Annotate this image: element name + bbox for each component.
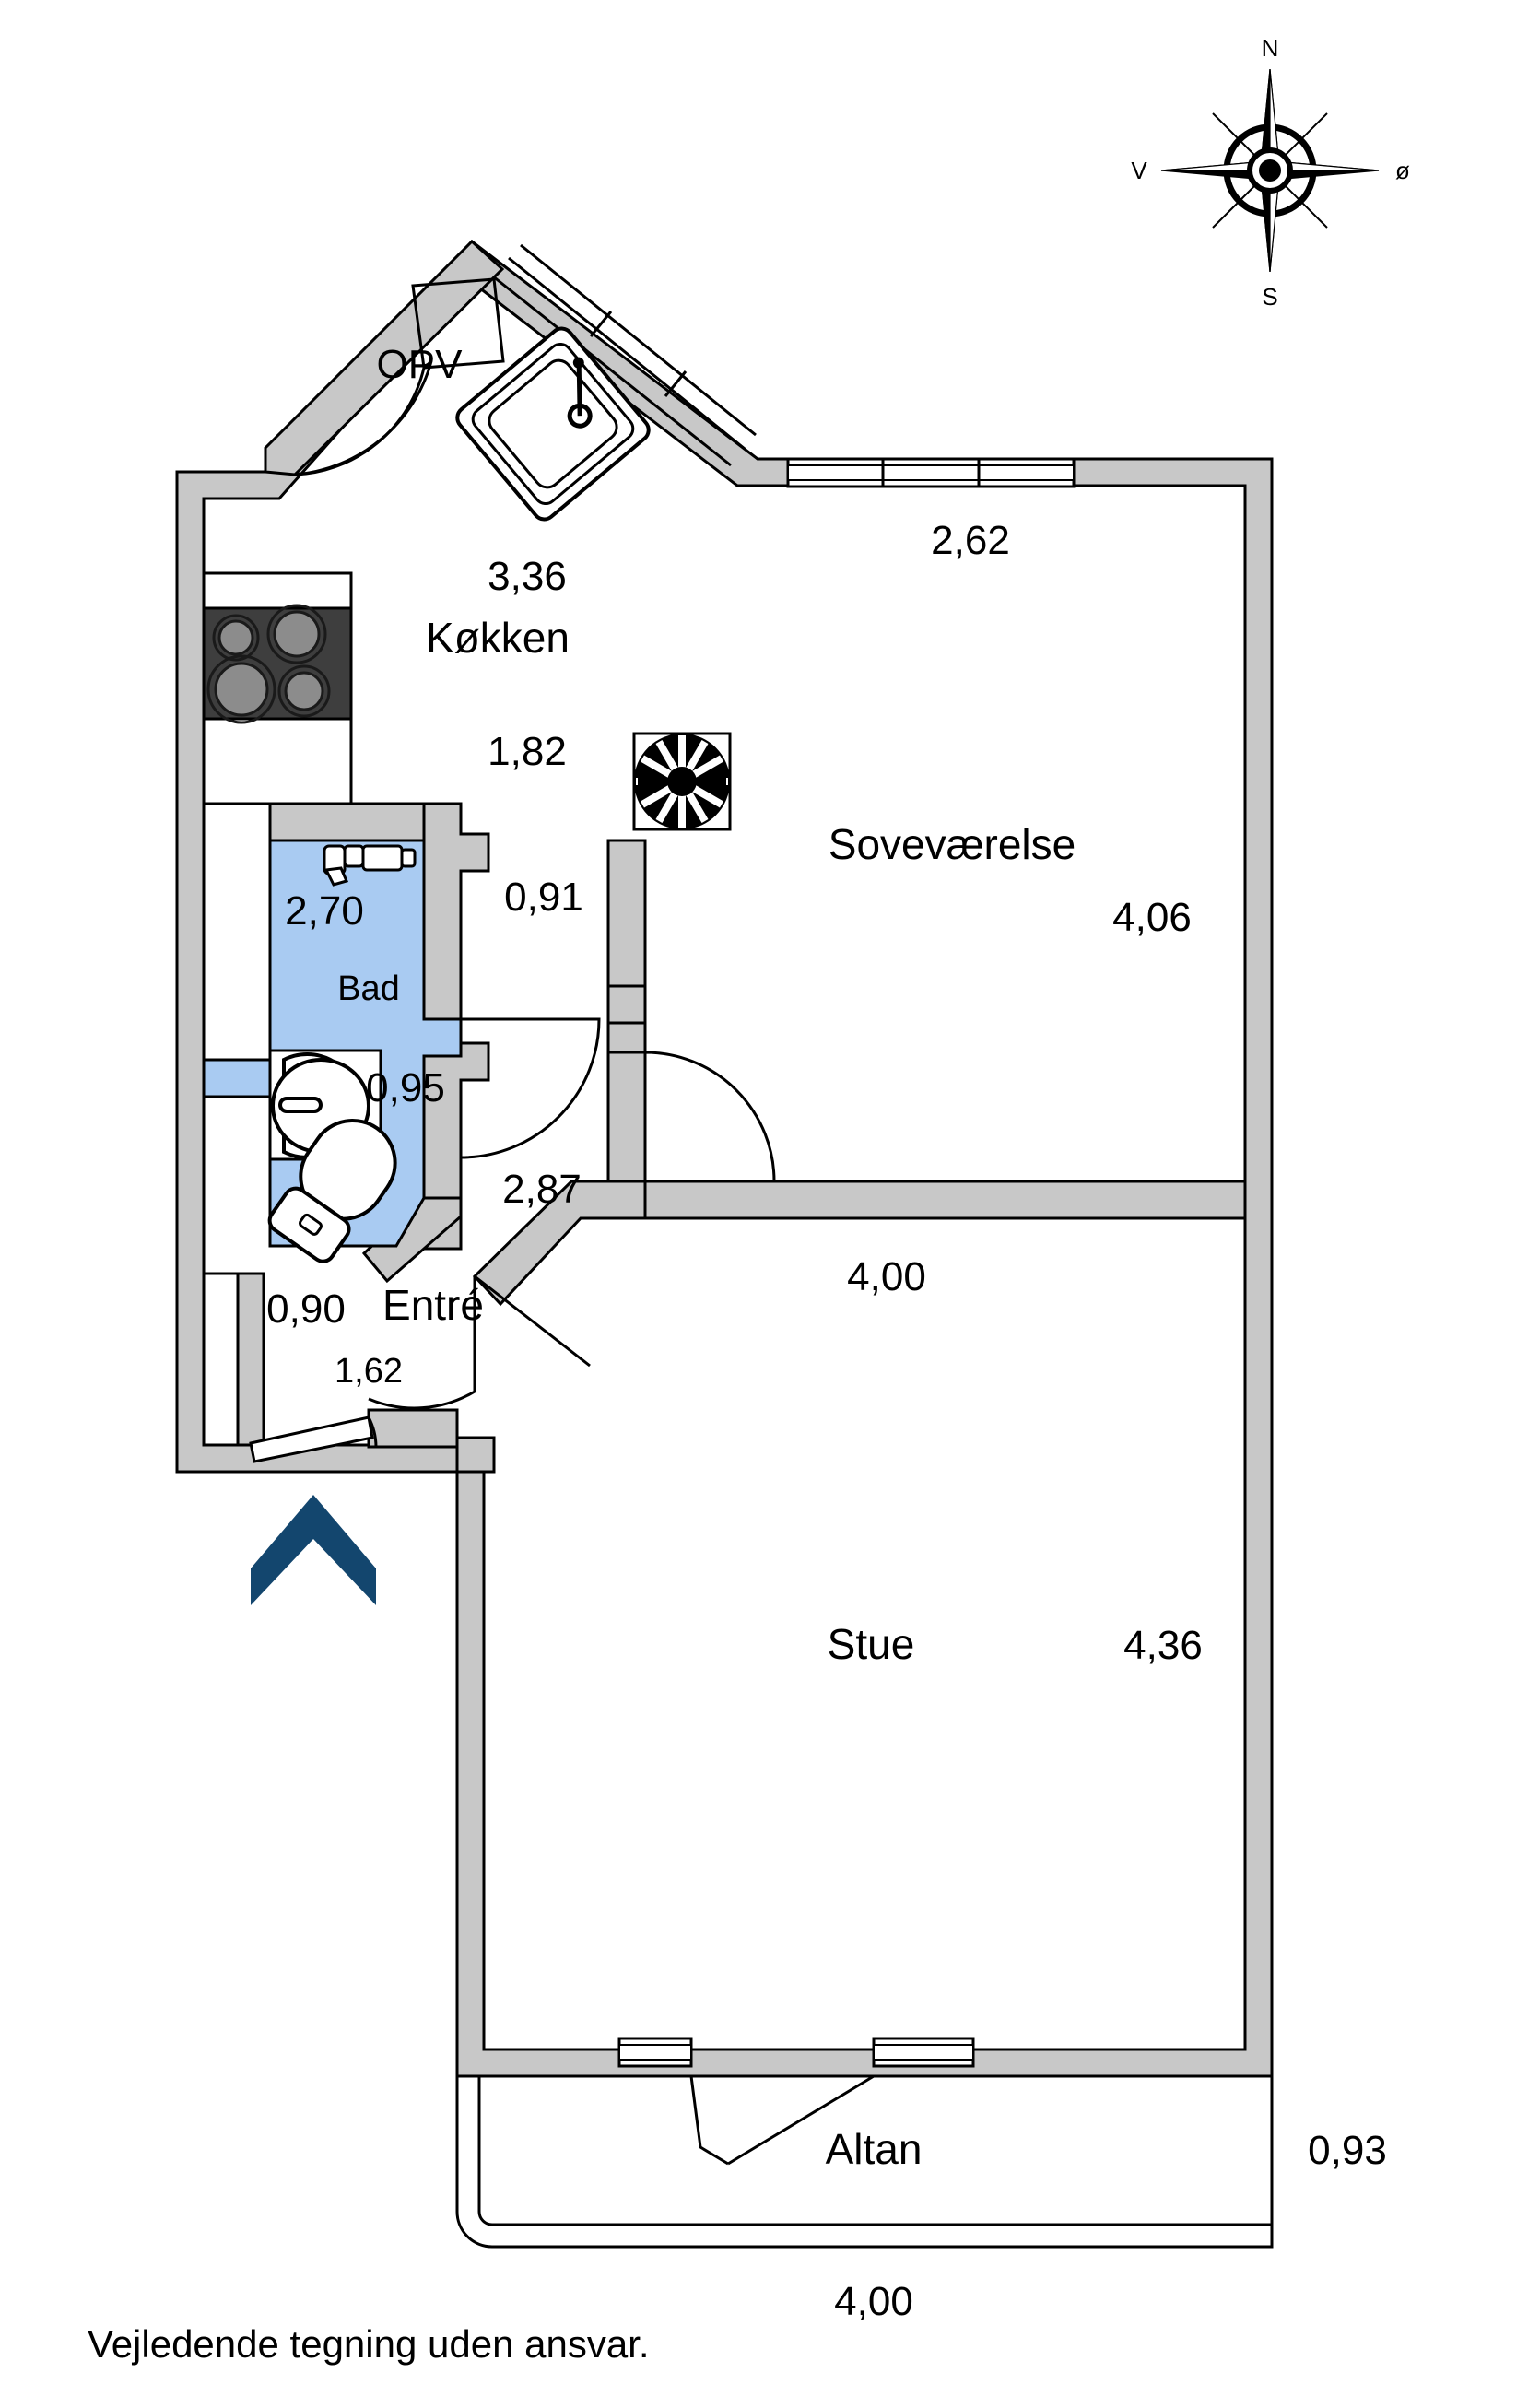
entre-interior-door-swing xyxy=(368,1274,591,1410)
dim-stue-width: 4,00 xyxy=(847,1254,926,1299)
compass-rose: N S V ø xyxy=(1131,34,1410,311)
dim-bad-height: 0,95 xyxy=(366,1065,445,1110)
dim-sove-height: 4,06 xyxy=(1112,895,1192,940)
dim-entre-height: 1,62 xyxy=(335,1352,403,1391)
kitchen-angled-wall xyxy=(264,239,757,522)
apartment-walls xyxy=(175,239,1274,2078)
dim-kokken-height: 1,82 xyxy=(488,729,567,774)
washing-machine-connection xyxy=(323,844,417,887)
disclaimer-text: Vejledende tegning uden ansvar. xyxy=(88,2322,650,2366)
kitchen-door-swing xyxy=(294,360,433,476)
balcony-door-swings xyxy=(689,2074,875,2166)
dim-hall-width: 0,91 xyxy=(504,875,583,920)
compass-west-label: V xyxy=(1131,157,1147,184)
label-entre: Entré xyxy=(382,1281,484,1329)
bedroom-door-swing xyxy=(643,1051,776,1183)
dim-hall-height: 2,87 xyxy=(502,1167,582,1212)
bathroom-area xyxy=(202,839,601,1263)
label-stue: Stue xyxy=(828,1620,915,1668)
dim-altan-height: 0,93 xyxy=(1308,2128,1387,2173)
label-opv: OPV xyxy=(377,342,464,387)
compass-east-label: ø xyxy=(1395,157,1410,184)
dim-kokken-width: 3,36 xyxy=(488,554,567,599)
compass-south-label: S xyxy=(1262,283,1277,311)
entry-direction-arrow xyxy=(251,1495,376,1605)
dim-sove-width: 2,62 xyxy=(931,518,1010,563)
dim-altan-width: 4,00 xyxy=(834,2279,913,2324)
label-bad: Bad xyxy=(337,969,400,1008)
label-altan: Altan xyxy=(826,2125,923,2173)
dim-bad-width: 2,70 xyxy=(285,888,364,934)
bathroom-door-swing xyxy=(460,1017,601,1159)
dim-entre-width: 0,90 xyxy=(266,1286,346,1332)
dim-stue-height: 4,36 xyxy=(1123,1623,1203,1668)
entrance-door[interactable] xyxy=(249,1415,378,1463)
entre-area xyxy=(202,1272,591,1463)
label-sovevaerelse: Soveværelse xyxy=(829,820,1076,868)
stue-balcony-door-right xyxy=(872,2037,975,2068)
altan-area xyxy=(455,2076,1274,2249)
label-kokken: Køkken xyxy=(426,614,570,662)
kitchen-fittings xyxy=(202,571,353,805)
plan-labels: OPV 3,36 Køkken 1,82 2,70 Bad 0,95 0,91 … xyxy=(88,342,1387,2366)
stue-balcony-door-left xyxy=(617,2037,693,2068)
compass-north-label: N xyxy=(1262,34,1279,62)
kitchen-sink xyxy=(455,326,651,522)
toilet xyxy=(267,1118,397,1263)
cooktop-burners xyxy=(206,604,331,724)
spiral-stair-vent xyxy=(632,732,732,831)
bedroom-window xyxy=(786,457,1076,488)
